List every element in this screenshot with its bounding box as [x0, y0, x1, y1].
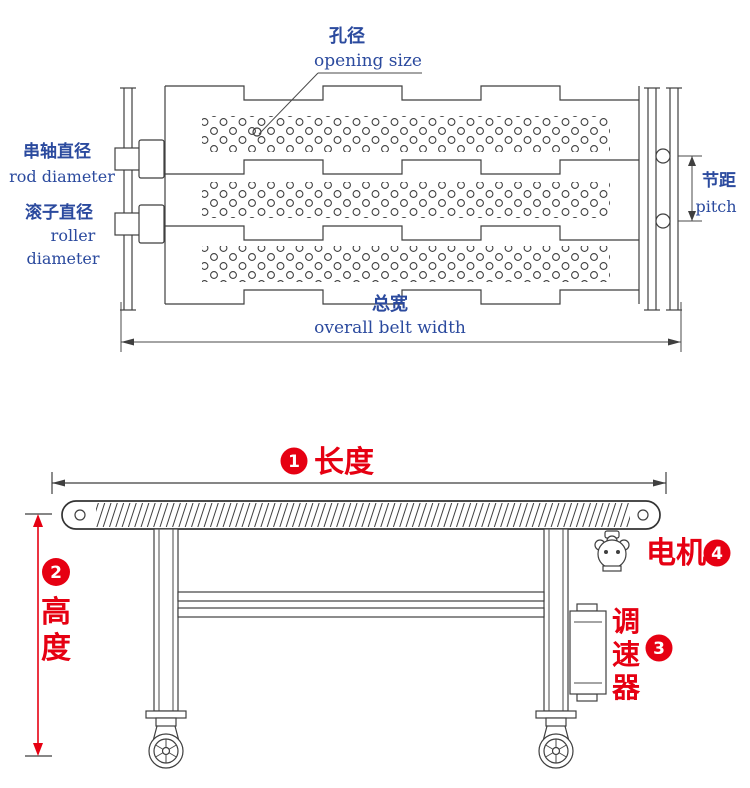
roller-diameter-label-en2: diameter	[26, 249, 99, 268]
height-arrow-up	[33, 514, 43, 527]
overall-width-dimension: 总宽 overall belt width	[120, 293, 682, 352]
right-side-plate	[644, 87, 682, 311]
right-leg	[543, 528, 569, 712]
rod-end-top	[114, 147, 142, 171]
controller-number-badge	[645, 634, 673, 662]
length-arrow-right	[653, 479, 666, 487]
opening-size-label-en: opening size	[314, 51, 422, 71]
length-number-badge	[280, 447, 308, 475]
roller-diameter-label-zh: 滚子直径	[25, 202, 93, 223]
motor-icon	[594, 530, 630, 572]
belt-end-axle-right	[637, 509, 649, 521]
length-badge-number: 1	[288, 452, 300, 472]
motor-label-group: 电机 4	[646, 536, 731, 571]
pitch-arrow-down	[688, 211, 696, 221]
belt-cross-section-diagram: 孔径 opening size 串轴直径 rod diameter 滚子直径 r…	[9, 25, 737, 352]
belt-plates	[164, 85, 640, 305]
roller-bottom	[138, 204, 165, 244]
hole-pattern-row2	[202, 182, 610, 218]
controller-char-3: 器	[611, 671, 641, 704]
pitch-dimension: 节距 pitch	[678, 155, 737, 222]
right-caster-wheel	[535, 710, 577, 769]
roller-diameter-label-en1: roller	[51, 226, 96, 245]
hole-pattern-row3	[202, 246, 610, 282]
controller-char-2: 速	[612, 638, 640, 671]
conveyor-side-view-diagram: 1 长度 电	[25, 445, 731, 769]
height-char-1: 高	[41, 595, 71, 630]
right-roller-bottom	[655, 213, 671, 229]
length-arrow-left	[52, 479, 65, 487]
cross-rails	[177, 591, 545, 618]
length-label: 长度	[314, 445, 374, 480]
right-roller-top	[655, 148, 671, 164]
controller-badge-number: 3	[653, 639, 665, 659]
overall-width-label-en: overall belt width	[314, 318, 466, 338]
opening-size-label-zh: 孔径	[329, 25, 365, 47]
pitch-label-en: pitch	[695, 197, 736, 216]
belt-hatch-pattern	[96, 503, 630, 527]
motor-label: 电机	[646, 536, 706, 571]
height-arrow-down	[33, 743, 43, 756]
left-leg	[153, 528, 179, 712]
speed-controller-label-group: 调 速 器 3	[611, 605, 673, 704]
callout-leader-line	[258, 72, 319, 135]
hole-pattern-row1	[202, 116, 610, 152]
height-dimension: 2 高 度	[25, 513, 71, 757]
length-dimension: 1 长度	[51, 445, 667, 494]
rod-diameter-label-zh: 串轴直径	[23, 141, 91, 162]
overall-width-label-zh: 总宽	[372, 293, 408, 315]
height-number-badge	[42, 558, 70, 586]
width-arrow-right	[668, 338, 681, 346]
motor-badge-number: 4	[711, 544, 723, 564]
height-char-2: 度	[41, 631, 71, 666]
left-side-plate	[114, 87, 165, 311]
rod-end-bottom	[114, 212, 142, 236]
roller-diameter-label: 滚子直径 roller diameter	[25, 202, 100, 268]
opening-size-callout: 孔径 opening size	[258, 25, 422, 135]
speed-controller-box	[569, 603, 607, 702]
roller-top	[138, 139, 165, 179]
left-caster-wheel	[145, 710, 187, 769]
rod-diameter-label-en: rod diameter	[9, 167, 115, 186]
pitch-arrow-up	[688, 156, 696, 166]
conveyor-belt-surface	[61, 500, 661, 530]
rod-diameter-label: 串轴直径 rod diameter	[9, 141, 115, 186]
controller-char-1: 调	[612, 605, 640, 638]
height-badge-number: 2	[50, 563, 62, 583]
belt-end-axle-left	[74, 509, 86, 521]
motor-number-badge	[703, 539, 731, 567]
pitch-label-zh: 节距	[702, 170, 736, 191]
width-arrow-left	[121, 338, 134, 346]
